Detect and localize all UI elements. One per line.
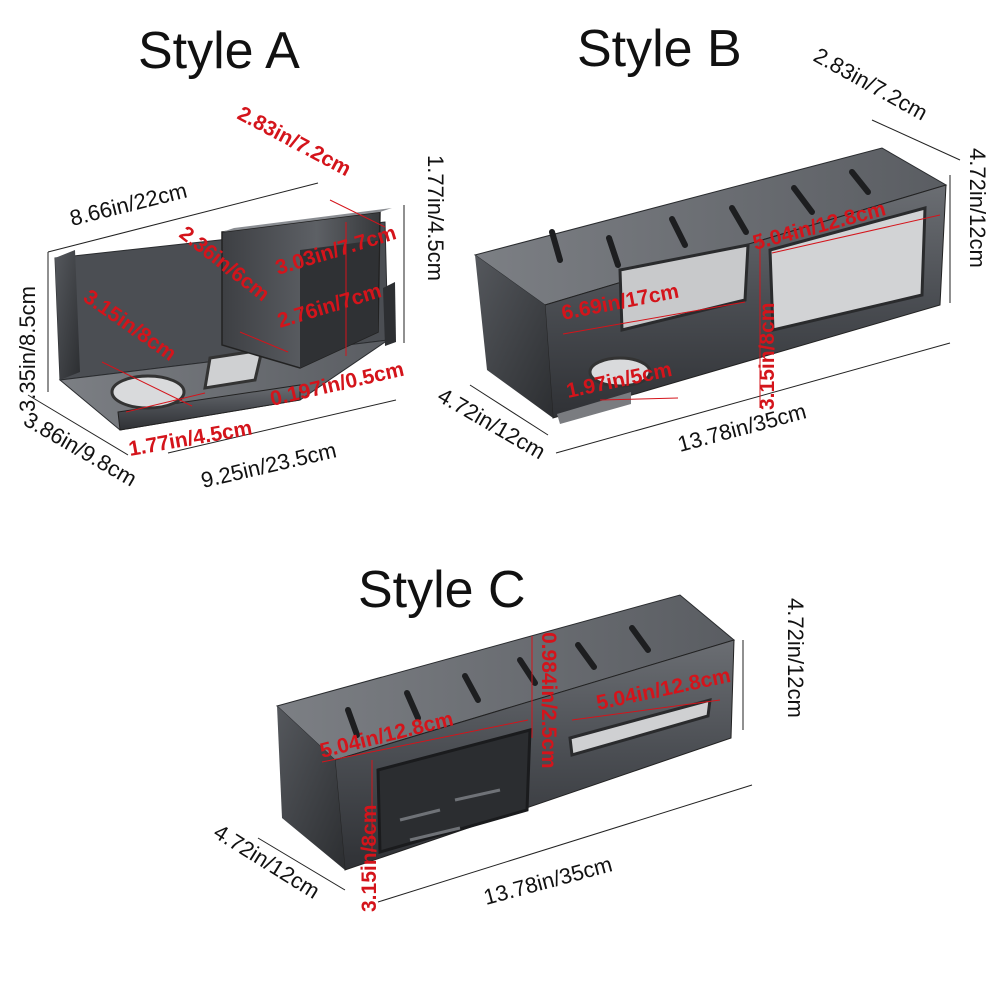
style-a-height-label: 3.35in/8.5cm — [15, 286, 40, 412]
style-b-depth-top-label: 2.83in/7.2cm — [810, 43, 932, 126]
style-c-width-label: 13.78in/35cm — [481, 851, 615, 909]
style-b-cutout-height-label: 3.15in/8cm — [756, 303, 779, 410]
style-c-shelf-depth-label: 0.984in/2.5cm — [537, 632, 560, 769]
style-b-width-label: 13.78in/35cm — [675, 398, 809, 456]
style-b-title: Style B — [577, 20, 742, 78]
style-a-clip-height-label: 1.77in/4.5cm — [423, 155, 448, 281]
style-a-group: Style A — [15, 22, 448, 493]
style-c-product — [276, 594, 736, 871]
style-c-group: Style C — [209, 561, 808, 912]
style-a-product — [54, 208, 396, 431]
style-a-cup-depth-label: 2.83in/7.2cm — [234, 102, 355, 181]
style-c-height-label: 4.72in/12cm — [783, 598, 808, 718]
style-b-height-label: 4.72in/12cm — [965, 148, 990, 268]
style-b-product — [473, 147, 948, 424]
style-b-group: Style B — [434, 20, 991, 464]
style-a-title: Style A — [138, 22, 300, 80]
style-a-base-width-label: 9.25in/23.5cm — [199, 437, 339, 492]
style-c-title: Style C — [358, 561, 526, 619]
style-c-window-height-label: 3.15in/8cm — [358, 805, 381, 912]
style-a-width-label: 8.66in/22cm — [67, 178, 189, 231]
